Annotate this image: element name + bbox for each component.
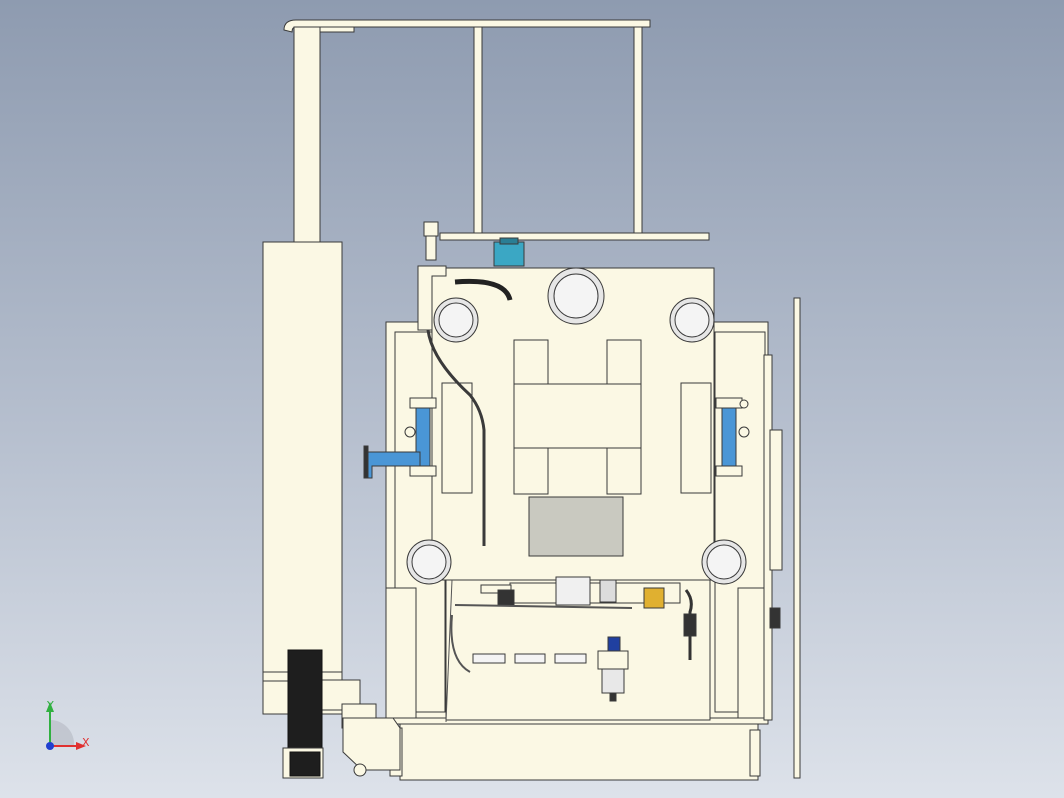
filter-regulator: [597, 636, 629, 702]
right-side-panel: [763, 297, 801, 779]
top-railing: [283, 19, 710, 243]
axis-y-label: Y: [46, 699, 54, 712]
wheel: [282, 649, 324, 779]
guide-bushings: [406, 267, 747, 585]
left-bracket: [417, 221, 513, 546]
terminal-blocks: [472, 653, 587, 664]
axis-triad: Y X: [46, 699, 90, 750]
right-cylinder: [715, 397, 750, 477]
mold-plate: [431, 267, 715, 581]
axis-x-label: X: [82, 736, 90, 749]
base-box: [342, 717, 761, 781]
fluid-manifold: [445, 576, 711, 723]
left-cylinder: [363, 397, 437, 479]
top-motor: [493, 237, 525, 267]
